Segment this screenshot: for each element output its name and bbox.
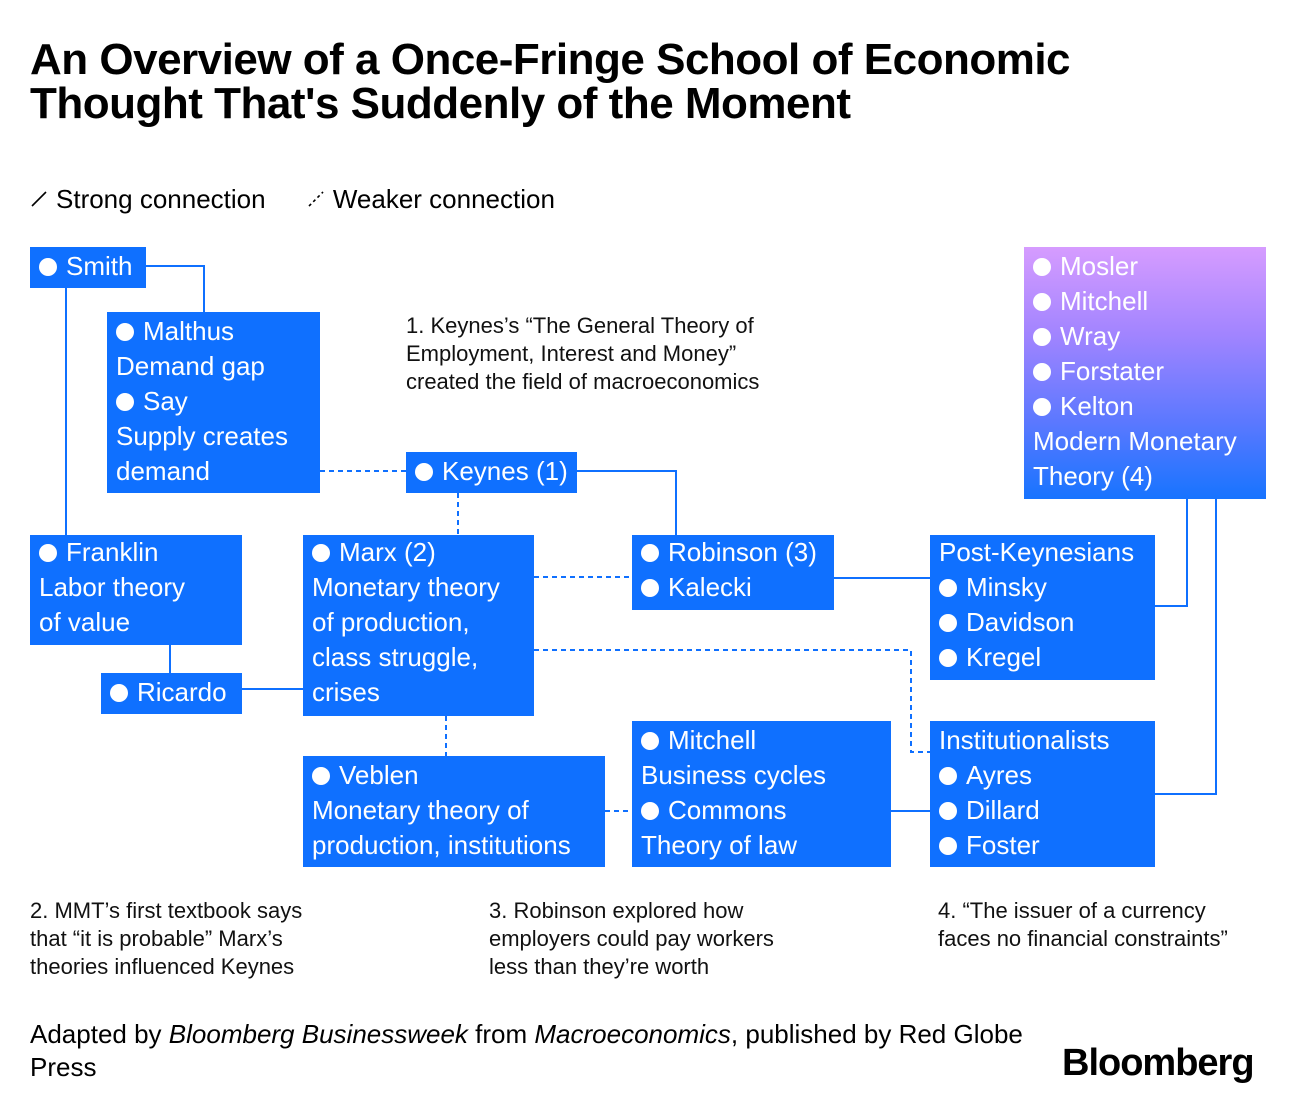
bullet-icon: [39, 258, 57, 276]
node-foster-name: Foster: [966, 830, 1040, 860]
bullet-icon: [110, 684, 128, 702]
node-smith: Smith: [30, 247, 146, 288]
node-marx-desc-1: Monetary theory: [312, 572, 500, 602]
bullet-icon: [116, 393, 134, 411]
line-mmt-institutionalists: [1155, 499, 1217, 795]
bullet-icon: [1033, 293, 1051, 311]
node-say-name: Say: [143, 386, 188, 416]
node-mmt-desc-2: Theory (4): [1033, 461, 1153, 491]
node-mmt-desc-1: Modern Monetary: [1033, 426, 1237, 456]
node-commons-name: Commons: [668, 795, 787, 825]
source-publication-1: Bloomberg Businessweek: [168, 1019, 468, 1049]
node-ricardo-name: Ricardo: [137, 677, 227, 707]
chart-title: An Overview of a Once-Fringe School of E…: [30, 38, 1230, 126]
node-post-keynesians: Post-Keynesians Minsky Davidson Kregel: [930, 535, 1155, 680]
node-wray-name: Wray: [1060, 321, 1121, 351]
node-robinson-name: Robinson (3): [668, 537, 817, 567]
legend-weak-label: Weaker connection: [332, 184, 555, 214]
node-minsky-name: Minsky: [966, 572, 1047, 602]
node-veblen-desc-1: Monetary theory of: [312, 795, 529, 825]
title-line-1: An Overview of a Once-Fringe School of E…: [30, 35, 1071, 84]
bullet-icon: [641, 732, 659, 750]
node-dillard-name: Dillard: [966, 795, 1040, 825]
node-mitchell-desc: Business cycles: [641, 760, 826, 790]
node-institutionalists: Institutionalists Ayres Dillard Foster: [930, 721, 1155, 867]
bullet-icon: [312, 767, 330, 785]
legend-strong-label: Strong connection: [56, 184, 266, 214]
node-veblen-desc-2: production, institutions: [312, 830, 571, 860]
bullet-icon: [312, 544, 330, 562]
node-forstater-name: Forstater: [1060, 356, 1165, 386]
node-veblen-name: Veblen: [339, 760, 419, 790]
bullet-icon: [641, 802, 659, 820]
bullet-icon: [939, 802, 957, 820]
line-smith-malthus: [146, 265, 205, 312]
node-franklin-desc-2: of value: [39, 607, 131, 637]
legend-strong: Strong connection: [30, 182, 266, 216]
node-mitchell-commons: Mitchell Business cycles Commons Theory …: [632, 721, 891, 867]
source-publication-2: Macroeconomics: [534, 1019, 731, 1049]
node-smith-name: Smith: [66, 251, 133, 281]
note-2: 2. MMT’s first textbook says that “it is…: [30, 898, 303, 979]
bullet-icon: [415, 463, 433, 481]
node-mmt: Mosler Mitchell Wray Forstater Kelton Mo…: [1024, 247, 1266, 499]
node-malthus-name: Malthus: [143, 316, 235, 346]
bullet-icon: [939, 767, 957, 785]
node-robinson-kalecki: Robinson (3) Kalecki: [632, 535, 834, 610]
node-davidson-name: Davidson: [966, 607, 1075, 637]
node-franklin-desc-1: Labor theory: [39, 572, 185, 602]
node-ricardo: Ricardo: [101, 673, 242, 714]
node-malthus-desc: Demand gap: [116, 351, 265, 381]
bullet-icon: [939, 837, 957, 855]
line-marx-institutionalists: [534, 649, 930, 753]
node-keynes: Keynes (1): [406, 452, 577, 493]
legend: Strong connection Weaker connection: [30, 182, 589, 216]
node-franklin: Franklin Labor theory of value: [30, 535, 242, 645]
bullet-icon: [939, 579, 957, 597]
node-commons-desc: Theory of law: [641, 830, 798, 860]
node-veblen: Veblen Monetary theory of production, in…: [303, 756, 605, 867]
node-post-keynesians-heading: Post-Keynesians: [939, 537, 1135, 567]
note-1: 1. Keynes’s “The General Theory of Emplo…: [406, 313, 760, 394]
title-line-2: Thought That's Suddenly of the Moment: [30, 79, 851, 128]
node-franklin-name: Franklin: [66, 537, 159, 567]
node-keynes-name: Keynes (1): [442, 456, 568, 486]
bullet-icon: [939, 614, 957, 632]
node-kalecki-name: Kalecki: [668, 572, 752, 602]
solid-line-icon: [31, 191, 47, 207]
note-4: 4. “The issuer of a currency faces no fi…: [938, 898, 1228, 951]
node-mosler-name: Mosler: [1060, 251, 1139, 281]
bullet-icon: [116, 323, 134, 341]
node-say-desc-2: demand: [116, 456, 210, 486]
legend-weak: Weaker connection: [307, 182, 555, 216]
node-marx-desc-4: crises: [312, 677, 380, 707]
line-mmt-postkeynesians: [1155, 499, 1188, 607]
bloomberg-logo: Bloomberg: [1062, 1042, 1255, 1084]
node-say-desc-1: Supply creates: [116, 421, 288, 451]
node-mitchell-name: Mitchell: [668, 725, 757, 755]
bullet-icon: [641, 544, 659, 562]
bullet-icon: [641, 579, 659, 597]
node-marx-desc-3: class struggle,: [312, 642, 479, 672]
node-marx-desc-2: of production,: [312, 607, 470, 637]
note-3: 3. Robinson explored how employers could…: [489, 898, 774, 979]
bullet-icon: [1033, 363, 1051, 381]
bullet-icon: [1033, 398, 1051, 416]
node-kregel-name: Kregel: [966, 642, 1042, 672]
node-mitchell-mmt-name: Mitchell: [1060, 286, 1149, 316]
bullet-icon: [1033, 258, 1051, 276]
node-marx: Marx (2) Monetary theory of production, …: [303, 535, 534, 716]
bullet-icon: [939, 649, 957, 667]
bullet-icon: [39, 544, 57, 562]
line-keynes-robinson: [577, 470, 677, 535]
bullet-icon: [1033, 328, 1051, 346]
source-credit: Adapted by Bloomberg Businessweek from M…: [30, 1019, 1023, 1082]
node-institutionalists-heading: Institutionalists: [939, 725, 1110, 755]
node-ayres-name: Ayres: [966, 760, 1032, 790]
node-malthus-say: Malthus Demand gap Say Supply creates de…: [107, 312, 320, 493]
node-marx-name: Marx (2): [339, 537, 436, 567]
node-kelton-name: Kelton: [1060, 391, 1134, 421]
